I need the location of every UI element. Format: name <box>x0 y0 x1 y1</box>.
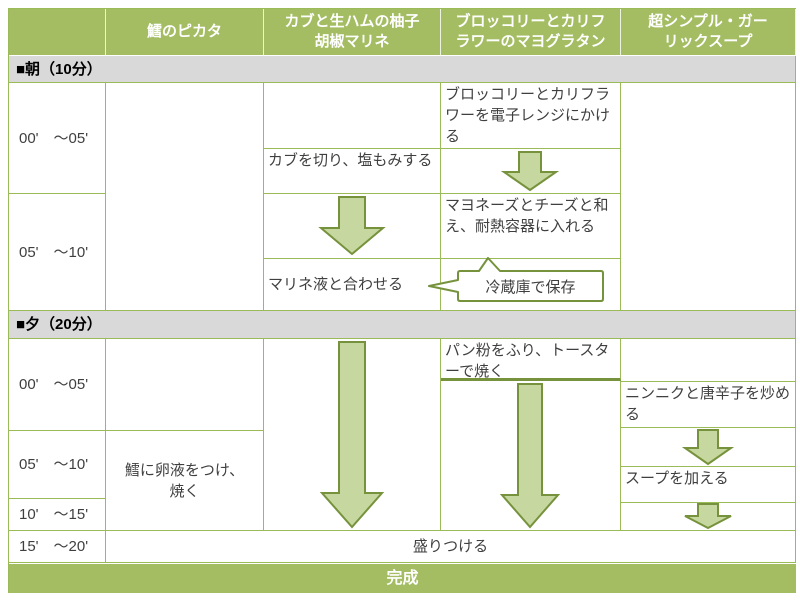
time-evening-15-20: 15' ～20' <box>9 531 106 563</box>
time-evening-05-10: 05' ～10' <box>9 431 106 499</box>
done-banner: 完成 <box>9 564 796 593</box>
cell-broccoli-evening-arrow <box>441 381 621 531</box>
header-dish-soup: 超シンプル・ガー リックスープ <box>621 9 796 56</box>
header-corner-cell <box>9 9 106 56</box>
refrigerate-callout: 冷蔵庫で保存 <box>426 257 611 307</box>
cell-kabu-arrow <box>264 194 441 259</box>
speech-bubble-icon <box>428 257 604 302</box>
cell-kabu-empty <box>264 83 441 149</box>
down-arrow-icon <box>499 383 561 529</box>
time-morning-05-10: 05' ～10' <box>9 194 106 311</box>
down-arrow-icon <box>319 341 385 529</box>
step-soup-garlic: ニンニクと唐辛子を炒める <box>621 382 796 428</box>
down-arrow-icon <box>684 503 732 530</box>
cell-soup-evening-empty <box>621 339 796 382</box>
step-broccoli-toast: パン粉をふり、トースターで焼く <box>441 339 621 381</box>
cell-soup-arrow-2 <box>621 503 796 531</box>
step-soup-add: スープを加える <box>621 467 796 503</box>
step-tara-cook: 鱈に卵液をつけ、 焼く <box>106 431 264 531</box>
down-arrow-icon <box>500 151 560 192</box>
schedule-table: 鱈のピカタ カブと生ハムの柚子 胡椒マリネ ブロッコリーとカリフ ラワーのマヨグ… <box>8 8 796 593</box>
section-morning: ■朝（10分） <box>9 56 796 83</box>
step-serve: 盛りつける <box>106 531 796 563</box>
time-morning-00-05: 00' ～05' <box>9 83 106 194</box>
header-dish-tara: 鱈のピカタ <box>106 9 264 56</box>
time-evening-00-05: 00' ～05' <box>9 339 106 431</box>
cell-broccoli-callout-area <box>441 259 621 311</box>
header-dish-broccoli: ブロッコリーとカリフ ラワーのマヨグラタン <box>441 9 621 56</box>
cell-soup-morning-empty <box>621 83 796 311</box>
step-broccoli-microwave: ブロッコリーとカリフラワーを電子レンジにかける <box>441 83 621 149</box>
cell-kabu-evening-arrow <box>264 339 441 531</box>
down-arrow-icon <box>681 429 735 466</box>
step-broccoli-mayo: マヨネーズとチーズと和え、耐熱容器に入れる <box>441 194 621 259</box>
step-kabu-cut: カブを切り、塩もみする <box>264 149 441 194</box>
time-evening-10-15: 10' ～15' <box>9 499 106 531</box>
step-kabu-marinade: マリネ液と合わせる <box>264 259 441 311</box>
refrigerate-callout-label: 冷蔵庫で保存 <box>485 278 576 296</box>
cell-soup-arrow-1 <box>621 428 796 467</box>
cell-tara-evening-empty <box>106 339 264 431</box>
down-arrow-icon <box>318 196 386 256</box>
header-dish-kabu: カブと生ハムの柚子 胡椒マリネ <box>264 9 441 56</box>
section-evening: ■夕（20分） <box>9 311 796 339</box>
cell-tara-morning-empty <box>106 83 264 311</box>
cell-broccoli-arrow <box>441 149 621 194</box>
